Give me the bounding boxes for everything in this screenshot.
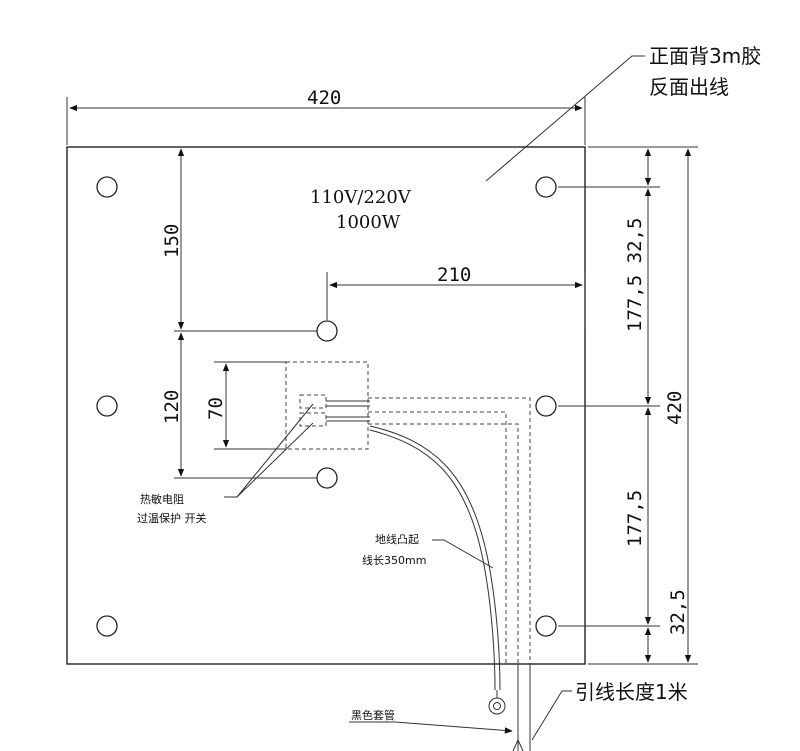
mounting-hole-icon <box>535 615 557 637</box>
mounting-hole-icon <box>96 615 118 637</box>
dim-right-side: 177,5 32,5 177,5 32,5 420 <box>558 146 698 665</box>
rating-power: 1000W <box>336 212 401 233</box>
sleeve-note-leader: 黑色套管 <box>349 708 513 734</box>
ground-wire-note: 地线凸起 <box>375 532 419 546</box>
dim-horizontal-210-label: 210 <box>437 264 471 286</box>
lead-length-leader: 引线长度1米 <box>531 680 688 741</box>
mounting-hole-icon <box>316 320 338 342</box>
lead-length-note: 引线长度1米 <box>575 680 688 704</box>
dim-top-width-label: 420 <box>307 87 341 109</box>
thermal-switch-note: 过温保护 开关 <box>137 511 207 525</box>
thermistor-element <box>299 394 327 409</box>
rating-voltage: 110V/220V <box>310 187 412 208</box>
dim-vertical-150-label: 150 <box>161 224 183 258</box>
dim-vertical-70: 70 <box>205 361 286 450</box>
mounting-holes <box>96 176 557 637</box>
adhesive-note-line2: 反面出线 <box>649 75 729 99</box>
adhesive-leader: 正面背3m胶 反面出线 <box>485 44 761 182</box>
dim-right-upper-label: 177,5 32,5 <box>624 218 646 332</box>
adhesive-note-line1: 正面背3m胶 <box>649 44 761 68</box>
sensor-block <box>285 361 370 450</box>
dim-vertical-70-label: 70 <box>205 397 227 420</box>
dim-vertical-120: 120 <box>161 332 317 479</box>
lead-wire-route <box>368 397 531 751</box>
dim-vertical-120-label: 120 <box>161 390 183 424</box>
dim-horizontal-210: 210 <box>326 264 586 330</box>
thermistor-note: 热敏电阻 <box>140 492 184 506</box>
ground-wire <box>369 425 506 715</box>
black-sleeve-note: 黑色套管 <box>351 708 395 722</box>
ground-note-leader: 地线凸起 线长350mm <box>362 532 494 569</box>
dim-top-width: 420 <box>66 87 586 145</box>
sensor-leader: 热敏电阻 过温保护 开关 <box>137 403 314 525</box>
mounting-hole-icon <box>96 395 118 417</box>
dim-vertical-150: 150 <box>161 148 317 332</box>
mounting-hole-icon <box>535 176 557 198</box>
mounting-hole-icon <box>96 176 118 198</box>
dim-right-lower-label: 177,5 <box>624 490 646 547</box>
dim-right-bottom-label: 32,5 <box>667 589 689 635</box>
ground-ring-terminal-icon <box>488 690 506 715</box>
dim-right-height-label: 420 <box>664 391 686 425</box>
ground-length-note: 线长350mm <box>362 553 426 567</box>
mounting-hole-icon <box>316 467 338 489</box>
mounting-hole-icon <box>535 395 557 417</box>
